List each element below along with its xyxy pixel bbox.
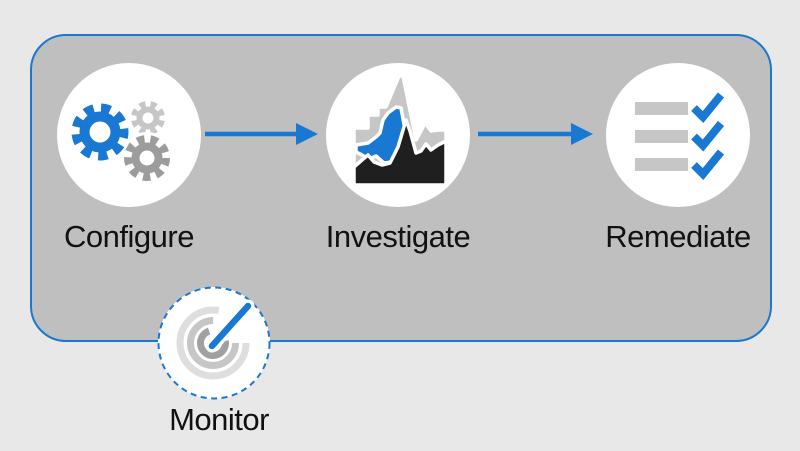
node-label-investigate: Investigate bbox=[325, 219, 471, 254]
node-label-configure: Configure bbox=[64, 219, 194, 254]
node-circle-monitor bbox=[155, 284, 273, 402]
checklist-icon bbox=[635, 92, 725, 180]
node-label-remediate: Remediate bbox=[605, 219, 751, 254]
monitor-gauge-icon bbox=[157, 286, 271, 400]
area-chart-icon bbox=[352, 74, 448, 187]
node-label-monitor: Monitor bbox=[169, 402, 269, 437]
node-circle-investigate bbox=[326, 63, 470, 207]
node-circle-configure bbox=[57, 63, 201, 207]
node-circle-remediate bbox=[606, 63, 750, 207]
gears-icon bbox=[69, 101, 173, 184]
